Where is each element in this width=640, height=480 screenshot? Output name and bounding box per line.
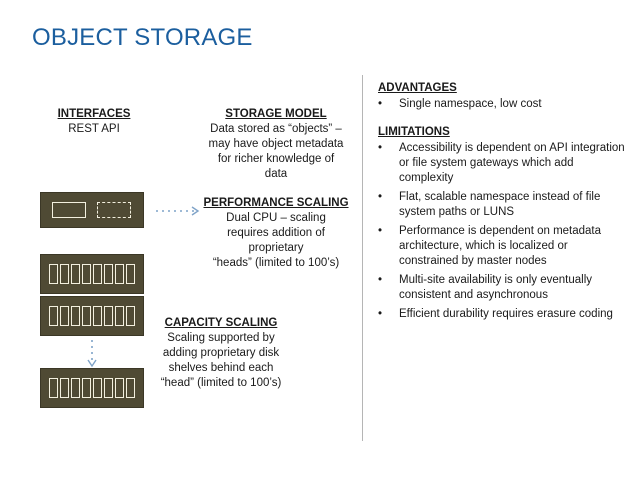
storage-head-server (40, 192, 144, 228)
disk-slot (126, 378, 135, 398)
cpu-slot-solid (52, 202, 86, 218)
list-item: • Efficient durability requires erasure c… (378, 307, 628, 322)
disk-slots (49, 264, 135, 284)
disk-slots (49, 306, 135, 326)
disk-slot (60, 378, 69, 398)
disk-slot (60, 306, 69, 326)
bullet-icon: • (378, 274, 383, 286)
capacity-scaling-section: CAPACITY SCALING Scaling supported by ad… (146, 316, 296, 391)
performance-scaling-line: Dual CPU – scaling (226, 212, 326, 224)
capacity-scaling-line: Scaling supported by (167, 332, 275, 344)
storage-model-line: for richer knowledge of (217, 153, 335, 165)
advantages-heading: ADVANTAGES (378, 82, 457, 94)
disk-slot (49, 306, 58, 326)
list-item: • Flat, scalable namespace instead of fil… (378, 190, 628, 220)
disk-slot (93, 306, 102, 326)
disk-slot (104, 306, 113, 326)
disk-shelf (40, 368, 144, 408)
disk-slot (49, 378, 58, 398)
disk-slot (60, 264, 69, 284)
disk-slot (104, 264, 113, 284)
disk-shelf (40, 254, 144, 294)
list-item: • Single namespace, low cost (378, 97, 628, 112)
disk-slot (104, 378, 113, 398)
advantages-list: • Single namespace, low cost (378, 97, 628, 116)
disk-slot (82, 378, 91, 398)
bullet-icon: • (378, 142, 383, 154)
performance-scaling-heading: PERFORMANCE SCALING (203, 197, 349, 209)
disk-slot (126, 306, 135, 326)
storage-model-line: data (264, 168, 288, 180)
disk-slot (82, 264, 91, 284)
performance-scaling-section: PERFORMANCE SCALING Dual CPU – scaling r… (196, 196, 356, 271)
interfaces-heading: INTERFACES (57, 108, 131, 120)
storage-model-line: Data stored as “objects” – (210, 123, 342, 135)
interfaces-section: INTERFACES REST API (52, 107, 136, 137)
performance-scaling-line: “heads” (limited to 100’s) (212, 257, 340, 269)
page-title: OBJECT STORAGE (32, 24, 253, 51)
disk-slot (93, 264, 102, 284)
performance-arrow-icon (156, 206, 200, 216)
advantage-text: Single namespace, low cost (399, 98, 542, 110)
list-item: • Accessibility is dependent on API integ… (378, 141, 628, 186)
disk-slot (115, 378, 124, 398)
bullet-icon: • (378, 191, 383, 203)
interfaces-text: REST API (68, 123, 120, 135)
list-item: • Multi-site availability is only eventua… (378, 273, 628, 303)
disk-slot (71, 264, 80, 284)
bullet-icon: • (378, 308, 383, 320)
storage-model-heading: STORAGE MODEL (225, 108, 327, 120)
bullet-icon: • (378, 98, 383, 110)
disk-shelf (40, 296, 144, 336)
column-divider (362, 75, 363, 441)
limitation-text: Performance is dependent on metadata arc… (399, 225, 602, 267)
disk-slot (115, 264, 124, 284)
list-item: • Performance is dependent on metadata ar… (378, 224, 628, 269)
capacity-scaling-line: shelves behind each (168, 362, 274, 374)
disk-slot (115, 306, 124, 326)
capacity-arrow-icon (87, 340, 97, 368)
limitation-text: Multi-site availability is only eventual… (399, 274, 593, 301)
disk-slot (71, 378, 80, 398)
capacity-scaling-line: “head” (limited to 100’s) (160, 377, 282, 389)
cpu-slot-dashed (97, 202, 131, 218)
capacity-scaling-heading: CAPACITY SCALING (164, 317, 278, 329)
limitations-list: • Accessibility is dependent on API integ… (378, 141, 628, 326)
disk-slots (49, 378, 135, 398)
storage-model-section: STORAGE MODEL Data stored as “objects” –… (196, 107, 356, 182)
performance-scaling-line: proprietary (248, 242, 304, 254)
limitation-text: Efficient durability requires erasure co… (399, 308, 613, 320)
limitation-text: Flat, scalable namespace instead of file… (399, 191, 601, 218)
capacity-scaling-line: adding proprietary disk (162, 347, 280, 359)
limitations-heading: LIMITATIONS (378, 126, 450, 138)
disk-slot (82, 306, 91, 326)
limitation-text: Accessibility is dependent on API integr… (399, 142, 625, 184)
disk-slot (126, 264, 135, 284)
performance-scaling-line: requires addition of (227, 227, 325, 239)
disk-slot (49, 264, 58, 284)
disk-slot (71, 306, 80, 326)
bullet-icon: • (378, 225, 383, 237)
storage-model-line: may have object metadata (208, 138, 344, 150)
disk-slot (93, 378, 102, 398)
